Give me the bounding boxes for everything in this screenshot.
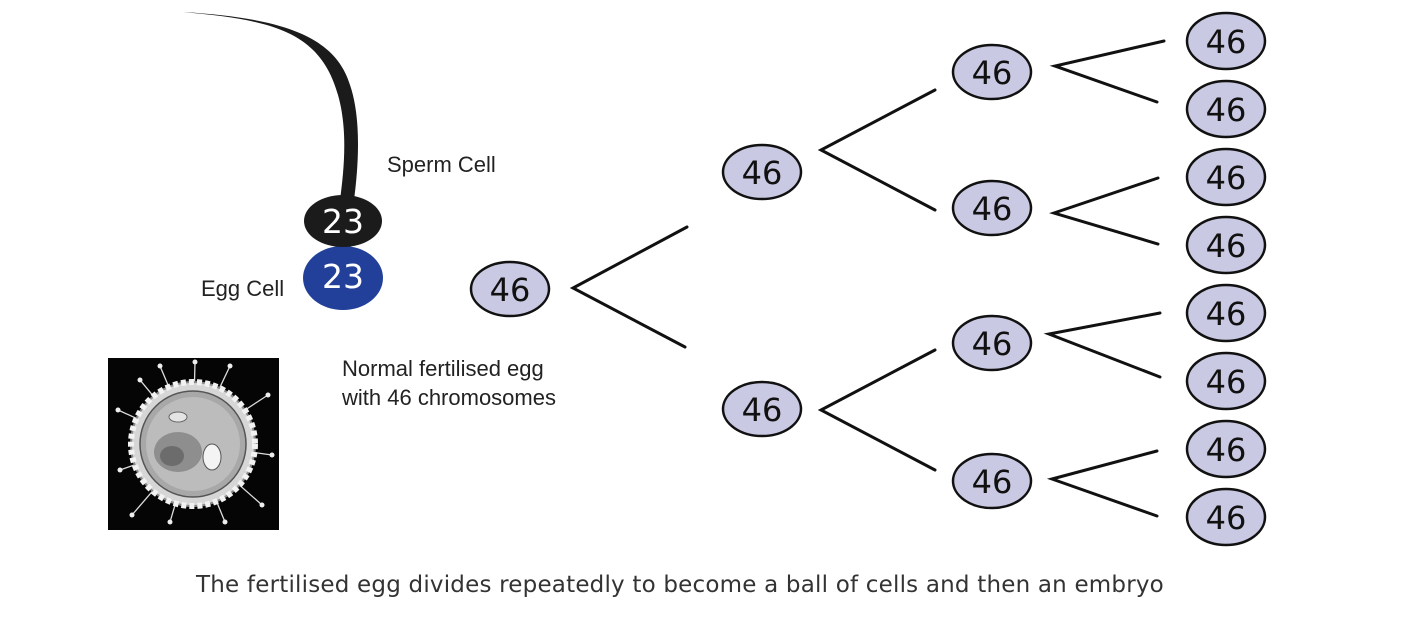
gen1-cells: 46 46 bbox=[721, 143, 803, 438]
gen3-cell-count: 46 bbox=[1206, 23, 1247, 61]
egg-chromosome-count: 23 bbox=[322, 257, 364, 296]
egg-cell bbox=[303, 246, 383, 310]
division-lines bbox=[569, 39, 1166, 518]
gen2-cell-count: 46 bbox=[972, 54, 1013, 92]
gen3-cell-count: 46 bbox=[1206, 431, 1247, 469]
gen3-cell-count: 46 bbox=[1206, 159, 1247, 197]
gen2-cell-count: 46 bbox=[972, 325, 1013, 363]
diagram-caption: The fertilised egg divides repeatedly to… bbox=[196, 572, 1164, 598]
gen3-cell-count: 46 bbox=[1206, 227, 1247, 265]
gen1-cell-count: 46 bbox=[742, 391, 783, 429]
fertilised-egg-illustration bbox=[108, 358, 279, 530]
fertilised-egg-label-line1: Normal fertilised egg bbox=[342, 356, 544, 381]
gen3-cell-count: 46 bbox=[1206, 295, 1247, 333]
fertilised-egg-label-line2: with 46 chromosomes bbox=[342, 385, 556, 410]
sperm-chromosome-count: 23 bbox=[322, 202, 364, 241]
gen3-cell-count: 46 bbox=[1206, 363, 1247, 401]
sperm-head bbox=[304, 195, 382, 247]
gen1-cell-count: 46 bbox=[742, 154, 783, 192]
gen3-cells: 46 46 46 46 46 46 46 46 bbox=[1185, 11, 1267, 547]
gen2-cell-count: 46 bbox=[972, 463, 1013, 501]
gen2-cell-count: 46 bbox=[972, 190, 1013, 228]
gen3-cell-count: 46 bbox=[1206, 91, 1247, 129]
gen3-cell-count: 46 bbox=[1206, 499, 1247, 537]
sperm-tail bbox=[183, 12, 358, 200]
egg-cell-label: Egg Cell bbox=[201, 276, 285, 301]
zygote-count: 46 bbox=[490, 271, 531, 309]
gen2-cells: 46 46 46 46 bbox=[951, 43, 1033, 510]
zygote-cell: 46 bbox=[469, 260, 551, 318]
sperm-cell-label: Sperm Cell bbox=[387, 152, 496, 177]
